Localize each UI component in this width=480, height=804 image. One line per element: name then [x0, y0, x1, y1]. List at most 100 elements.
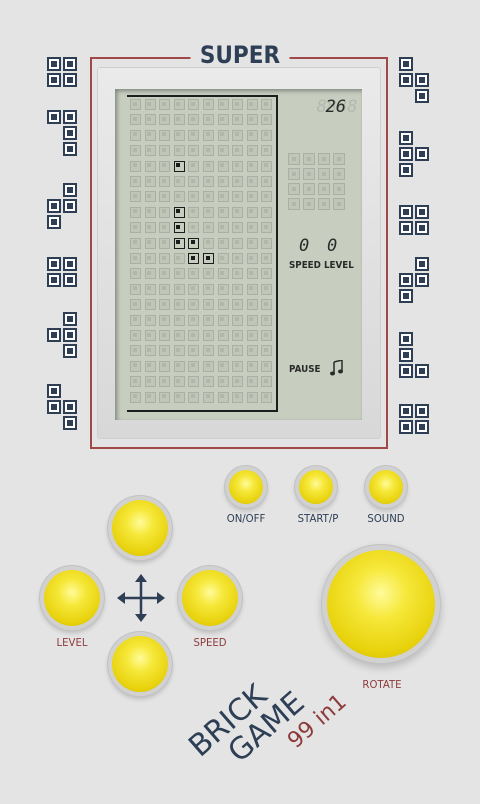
- brick-cell: [217, 330, 229, 341]
- rotate-label: ROTATE: [362, 678, 402, 691]
- brick-game-logo: BRICK GAME 99 in1: [180, 640, 440, 800]
- brick-cell: [159, 222, 171, 234]
- o-piece-icon: [63, 57, 77, 71]
- next-preview-cell: [333, 168, 345, 180]
- brick-cell: [246, 360, 258, 372]
- l-piece-icon: [399, 364, 413, 378]
- brick-cell: [188, 99, 200, 110]
- s-piece-icon: [47, 215, 61, 229]
- brick-cell: [144, 99, 156, 110]
- brick-cell: [232, 299, 244, 311]
- brick-cell: [232, 360, 244, 372]
- brick-cell: [232, 314, 244, 326]
- brick-cell: [144, 345, 156, 357]
- brick-cell: [188, 191, 200, 203]
- brick-cell: [232, 222, 244, 234]
- brick-cell: [188, 206, 200, 218]
- left-button[interactable]: [44, 570, 100, 626]
- brick-cell: [246, 129, 258, 141]
- brick-cell: [217, 237, 229, 249]
- brick-cell: [144, 391, 156, 403]
- brick-cell-filled: [173, 237, 185, 249]
- z-piece-icon: [399, 73, 413, 87]
- j-piece-icon: [63, 142, 77, 156]
- score-ghost-digits: 8888: [316, 97, 358, 117]
- brick-cell: [261, 206, 273, 218]
- brick-cell: [203, 237, 214, 249]
- o-piece-icon: [415, 221, 429, 235]
- brick-cell: [188, 114, 200, 126]
- brick-cell: [130, 330, 141, 341]
- t-piece-icon: [63, 312, 77, 326]
- brick-cell: [261, 99, 273, 110]
- brick-cell: [159, 145, 171, 157]
- brick-cell: [246, 314, 258, 326]
- o-piece-icon: [47, 273, 61, 287]
- brick-cell: [130, 222, 141, 234]
- brick-cell: [203, 191, 214, 203]
- next-preview-cell: [288, 198, 300, 210]
- brick-cell: [217, 222, 229, 234]
- brick-cell: [261, 237, 273, 249]
- right-button[interactable]: [182, 570, 238, 626]
- on-off-button[interactable]: [229, 470, 263, 504]
- brick-cell: [203, 376, 214, 388]
- brick-cell: [217, 99, 229, 110]
- t-piece-icon: [399, 131, 413, 145]
- brick-cell: [203, 360, 214, 372]
- start-pause-button[interactable]: [299, 470, 333, 504]
- brick-cell: [144, 299, 156, 311]
- brick-cell: [188, 222, 200, 234]
- brick-cell: [232, 129, 244, 141]
- s-piece-icon: [399, 273, 413, 287]
- brick-cell: [130, 299, 141, 311]
- brick-cell: [261, 391, 273, 403]
- brick-cell: [203, 160, 214, 172]
- brick-cell: [144, 176, 156, 187]
- rotate-button[interactable]: [327, 550, 435, 658]
- on-off-label: ON/OFF: [226, 512, 266, 525]
- s-piece-icon: [63, 199, 77, 213]
- brick-cell: [159, 391, 171, 403]
- brick-cell: [173, 129, 185, 141]
- brick-cell: [261, 314, 273, 326]
- next-preview-cell: [333, 198, 345, 210]
- next-preview-cell: [288, 168, 300, 180]
- brick-cell: [188, 176, 200, 187]
- sound-button[interactable]: [369, 470, 403, 504]
- brick-cell: [261, 176, 273, 187]
- brick-cell: [130, 160, 141, 172]
- brick-cell-filled: [188, 253, 200, 264]
- brick-cell: [217, 283, 229, 295]
- brick-cell-filled: [188, 237, 200, 249]
- o-piece-icon: [399, 404, 413, 418]
- down-button[interactable]: [112, 636, 168, 692]
- brick-cell: [261, 253, 273, 264]
- brick-cell: [246, 376, 258, 388]
- brick-cell: [203, 345, 214, 357]
- z-piece-icon: [47, 400, 61, 414]
- score-value: 26: [325, 97, 346, 117]
- brick-cell: [159, 114, 171, 126]
- brick-cell: [173, 176, 185, 187]
- brick-cell: [159, 160, 171, 172]
- brick-cell: [203, 283, 214, 295]
- playfield-bottom-border: [127, 410, 277, 412]
- o-piece-icon: [63, 257, 77, 271]
- next-preview-cell: [333, 153, 345, 165]
- s-piece-icon: [415, 257, 429, 271]
- brick-cell: [261, 191, 273, 203]
- brick-cell: [217, 376, 229, 388]
- brick-cell: [130, 391, 141, 403]
- brick-cell: [261, 299, 273, 311]
- brick-cell: [203, 299, 214, 311]
- up-button[interactable]: [112, 500, 168, 556]
- l-piece-icon: [415, 364, 429, 378]
- next-preview-cell: [303, 183, 315, 195]
- brick-cell: [130, 237, 141, 249]
- next-preview-cell: [303, 168, 315, 180]
- brick-cell: [173, 299, 185, 311]
- score-display: 888826: [290, 96, 358, 118]
- brick-cell: [217, 268, 229, 280]
- brick-cell: [203, 314, 214, 326]
